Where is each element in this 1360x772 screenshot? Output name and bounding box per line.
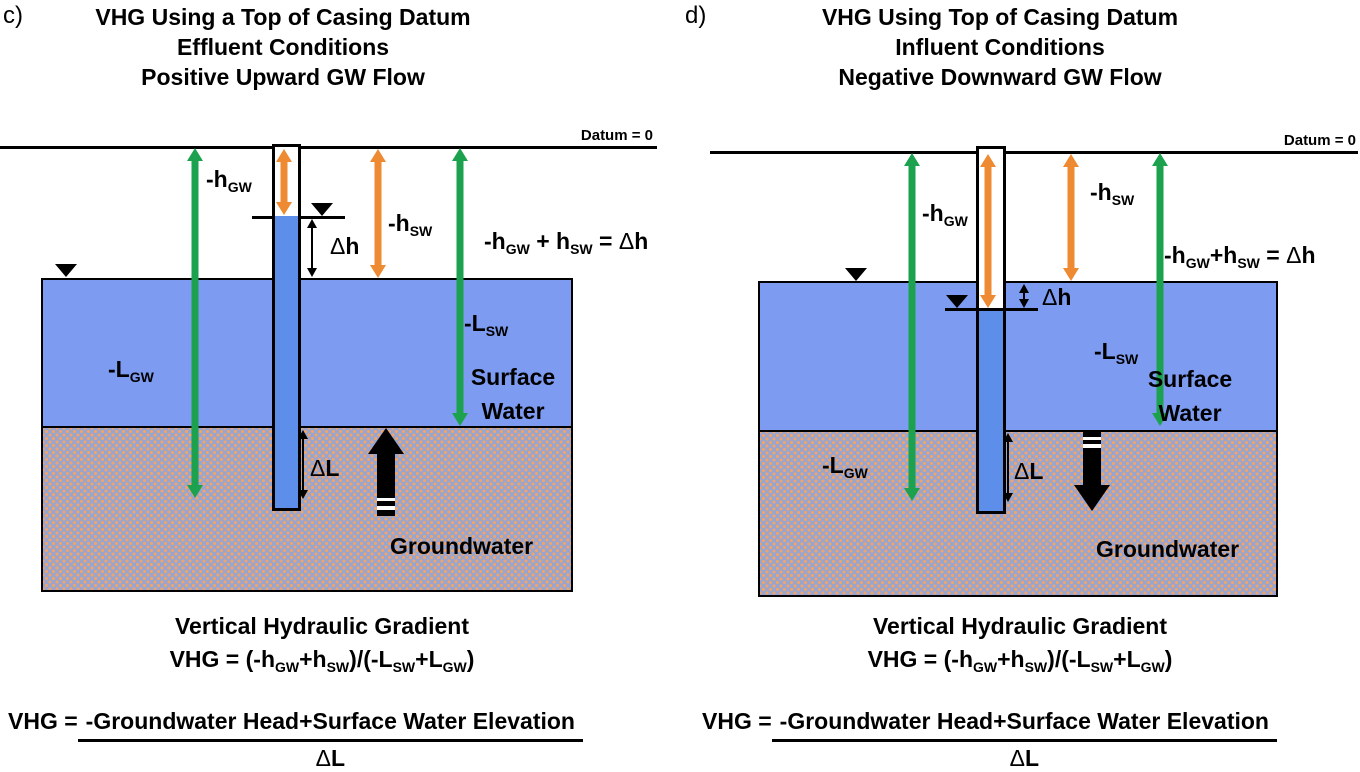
panel-d-well-water-level-line bbox=[945, 308, 1038, 311]
panel-d-title-line1: VHG Using Top of Casing Datum bbox=[821, 4, 1179, 30]
panel-d-sum-equation: -hGW+hSW = Δh bbox=[1164, 242, 1316, 271]
panel-d-vhg-title: Vertical Hydraulic Gradient bbox=[872, 613, 1167, 639]
panel-c-lsw-label: -LSW bbox=[464, 310, 509, 339]
panel-c-title-line2: Effluent Conditions bbox=[176, 34, 390, 60]
panel-c-surface-water-label-line2: Water bbox=[481, 398, 545, 424]
panel-c-hsw-label: -hSW bbox=[388, 210, 433, 239]
panel-d-vhg-fraction: VHG = -Groundwater Head+Surface Water El… bbox=[702, 708, 1277, 772]
panel-c-lsw-arrow-icon bbox=[450, 148, 470, 426]
panel-c-delta-l-label: ΔL bbox=[310, 455, 340, 481]
panel-d-lgw-label: -LGW bbox=[822, 452, 868, 481]
panel-d-surface-water-label-line2: Water bbox=[1158, 400, 1222, 426]
panel-d-well-water-level-icon bbox=[946, 295, 968, 308]
panel-c-vhg-formula: VHG = (-hGW+hSW)/(-LSW+LGW) bbox=[169, 646, 475, 675]
panel-d-hsw-arrow-icon bbox=[1063, 154, 1079, 281]
panel-c-title-line3: Positive Upward GW Flow bbox=[141, 64, 425, 90]
panel-c-hgw-arrow-icon bbox=[276, 149, 292, 215]
panel-c-sum-equation: -hGW + hSW = Δh bbox=[484, 228, 649, 257]
panel-d-surface-water-level-icon bbox=[845, 268, 867, 281]
panel-c-lgw-label: -LGW bbox=[108, 356, 154, 385]
panel-c-hsw-arrow-icon bbox=[370, 149, 386, 278]
panel-d-downward-flow-arrow-icon bbox=[1074, 432, 1110, 511]
panel-d-groundwater-body bbox=[758, 430, 1278, 597]
panel-d-title-line2: Influent Conditions bbox=[895, 34, 1105, 60]
panel-c-hgw-label: -hGW bbox=[206, 166, 252, 195]
panel-c-well-water bbox=[275, 216, 298, 508]
panel-d-delta-h-arrow-icon bbox=[1017, 284, 1031, 308]
panel-c-delta-h-arrow-icon bbox=[305, 219, 319, 277]
panel-c-title-line1: VHG Using a Top of Casing Datum bbox=[95, 4, 471, 30]
panel-d-lsw-arrow-icon bbox=[1150, 153, 1170, 426]
panel-d-groundwater-label: Groundwater bbox=[1096, 536, 1240, 562]
panel-d-fraction-numerator: -Groundwater Head+Surface Water Elevatio… bbox=[771, 708, 1277, 742]
panel-c-groundwater-label: Groundwater bbox=[390, 533, 534, 559]
panel-d-hgw-label: -hGW bbox=[922, 200, 968, 229]
panel-d-hsw-label: -hSW bbox=[1090, 179, 1135, 208]
panel-c-datum-label: Datum = 0 bbox=[580, 127, 653, 144]
panel-c-surface-water-label: Surface Water bbox=[447, 360, 579, 428]
panel-d-title: VHG Using Top of Casing Datum Influent C… bbox=[770, 2, 1230, 92]
panel-c-datum-line bbox=[0, 146, 657, 149]
panel-c-tag: c) bbox=[3, 2, 23, 29]
panel-d-lsw-label: -LSW bbox=[1094, 338, 1139, 367]
panel-d-tag: d) bbox=[685, 2, 707, 29]
panel-d-surface-water-label-line1: Surface bbox=[1147, 366, 1233, 392]
panel-c-lgw-arrow-icon bbox=[185, 148, 205, 498]
panel-c-fraction-lead: VHG = bbox=[8, 708, 78, 734]
panel-c-vhg-formula-block: Vertical Hydraulic Gradient VHG = (-hGW+… bbox=[82, 610, 562, 676]
panel-d-vhg-formula-block: Vertical Hydraulic Gradient VHG = (-hGW+… bbox=[780, 610, 1260, 676]
panel-c-surface-water-label-line1: Surface bbox=[470, 364, 556, 390]
panel-d-surface-water-label: Surface Water bbox=[1124, 362, 1256, 430]
panel-c-fraction-denominator: ΔL bbox=[315, 745, 346, 771]
panel-d-lgw-arrow-icon bbox=[902, 153, 922, 501]
panel-c-fraction-numerator: -Groundwater Head+Surface Water Elevatio… bbox=[77, 708, 583, 742]
panel-d-delta-l-label: ΔL bbox=[1014, 458, 1044, 484]
panel-c-surface-water-body bbox=[41, 278, 573, 428]
panel-d-fraction-lead: VHG = bbox=[702, 708, 772, 734]
panel-c-title: VHG Using a Top of Casing Datum Effluent… bbox=[58, 2, 508, 92]
panel-d-hgw-arrow-icon bbox=[980, 154, 996, 308]
panel-c-vhg-title: Vertical Hydraulic Gradient bbox=[174, 613, 469, 639]
panel-d-delta-h-label: Δh bbox=[1042, 284, 1072, 310]
panel-d-fraction-denominator: ΔL bbox=[1009, 745, 1040, 771]
panel-d-well-water bbox=[979, 308, 1003, 511]
panel-c-delta-l-arrow-icon bbox=[296, 430, 310, 499]
panel-d-datum-line bbox=[710, 151, 1358, 154]
panel-c-upward-flow-arrow-icon bbox=[368, 428, 404, 516]
panel-d-datum-label: Datum = 0 bbox=[1283, 132, 1356, 149]
panel-c-well-water-level-icon bbox=[311, 203, 333, 216]
panel-d-title-line3: Negative Downward GW Flow bbox=[838, 64, 1162, 90]
panel-c-delta-h-label: Δh bbox=[330, 233, 360, 259]
panel-d-delta-l-arrow-icon bbox=[1001, 433, 1015, 502]
panel-c-surface-water-level-icon bbox=[55, 264, 77, 277]
panel-c-vhg-fraction: VHG = -Groundwater Head+Surface Water El… bbox=[8, 708, 583, 772]
panel-d-vhg-formula: VHG = (-hGW+hSW)/(-LSW+LGW) bbox=[867, 646, 1173, 675]
